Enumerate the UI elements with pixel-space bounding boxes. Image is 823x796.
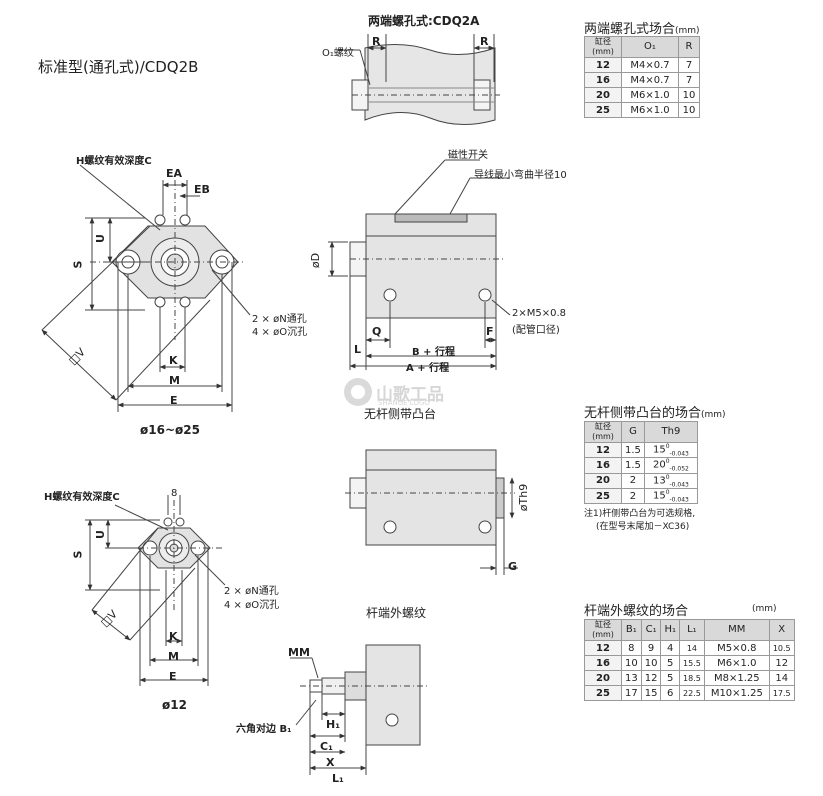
o1-thread-label: O₁螺纹 — [322, 48, 354, 59]
s-label: S — [71, 550, 85, 559]
n-hole-label: 2 × øN通孔 — [252, 314, 307, 325]
boss-view-title: 无杆侧带凸台 — [364, 407, 437, 421]
a-stroke-label: A + 行程 — [406, 363, 450, 374]
table-header: H₁ — [660, 619, 680, 641]
l1-label: L₁ — [332, 772, 344, 785]
table-double-end-title: 两端螺孔式场合(mm) — [584, 22, 700, 37]
port-note-label: (配管口径) — [512, 325, 560, 336]
h-thread-label: H螺纹有效深度C — [44, 492, 120, 503]
table-rod-unit: (mm) — [752, 604, 777, 614]
e-label: E — [169, 670, 177, 683]
c1-label: C₁ — [320, 740, 333, 753]
u-label: U — [93, 234, 107, 243]
table-header: MM — [703, 619, 770, 641]
port-label: 2×M5×0.8 — [512, 308, 567, 319]
table-header: Th9 — [643, 421, 698, 443]
n-hole-label: 2 × øN通孔 — [224, 586, 279, 597]
table-header: L₁ — [679, 619, 705, 641]
l-label: L — [354, 343, 362, 356]
table-header: 缸径(mm) — [584, 36, 622, 58]
x-label: X — [326, 756, 335, 769]
side-view — [328, 159, 511, 370]
table-header: X — [768, 619, 795, 641]
bend-radius-label: 导线最小弯曲半径10 — [474, 170, 567, 181]
switch-label: 磁性开关 — [448, 150, 488, 161]
u-label: U — [93, 530, 107, 539]
f-label: F — [486, 325, 494, 338]
b-label: 8 — [171, 488, 178, 499]
r-label-right: R — [480, 35, 489, 48]
main-title: 标准型(通孔式)/CDQ2B — [38, 58, 199, 76]
table-header: R — [678, 36, 700, 58]
table-header: 缸径(mm) — [584, 619, 622, 641]
o-hole-label: 4 × øO沉孔 — [224, 600, 280, 611]
s-label: S — [71, 260, 85, 269]
r-label-left: R — [372, 35, 381, 48]
k-label: K — [169, 630, 178, 643]
watermark-text: 山歌工品 — [376, 385, 444, 405]
table-header: O₁ — [621, 36, 679, 58]
m-label: M — [168, 650, 179, 663]
table-header: C₁ — [640, 619, 662, 641]
e-label: E — [170, 394, 178, 407]
q-label: Q — [372, 325, 382, 338]
k-label: K — [169, 354, 178, 367]
d-label: øD — [309, 252, 323, 269]
rod-view-title: 杆端外螺纹 — [366, 606, 427, 620]
table-header: B₁ — [621, 619, 642, 641]
h1-label: H₁ — [326, 718, 341, 731]
caption-small: ø12 — [162, 698, 187, 712]
mm-label: MM — [288, 646, 310, 659]
front-view-large — [41, 164, 251, 412]
table-boss-title: 无杆侧带凸台的场合(mm) — [584, 406, 726, 421]
watermark-sub: SHANGE LOGO — [378, 399, 430, 407]
table-header: 缸径(mm) — [584, 421, 622, 443]
double-end-title: 两端螺孔式:CDQ2A — [368, 14, 480, 28]
caption-large: ø16~ø25 — [140, 423, 200, 437]
m-label: M — [169, 374, 180, 387]
o-hole-label: 4 × øO沉孔 — [252, 327, 308, 338]
table-rod-title: 杆端外螺纹的场合 — [584, 604, 689, 619]
boss-note-2: (在型号末尾加－XC36) — [596, 522, 690, 532]
h-thread-label: H螺纹有效深度C — [76, 156, 152, 167]
th9-label: øTh9 — [517, 483, 531, 512]
front-view-small — [85, 495, 226, 686]
hex-label: 六角对边 B₁ — [236, 724, 292, 735]
double-end-drawing — [338, 34, 500, 126]
g-label: G — [508, 560, 518, 573]
boss-note-1: 注1)杆侧带凸台为可选规格, — [584, 509, 696, 519]
ea-label: EA — [166, 167, 183, 180]
eb-label: EB — [194, 183, 210, 196]
boss-view — [345, 449, 518, 575]
b-stroke-label: B + 行程 — [412, 347, 455, 358]
table-header: G — [621, 421, 645, 443]
watermark-logo — [344, 378, 372, 406]
rod-end-view — [290, 644, 430, 775]
